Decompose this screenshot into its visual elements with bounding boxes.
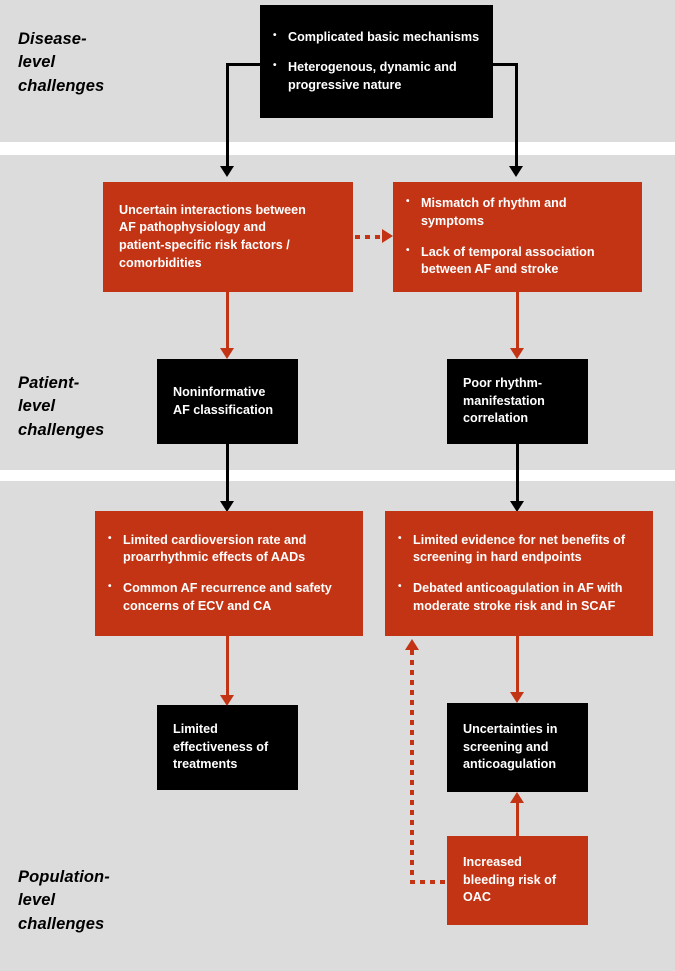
level-label-patient: Patient- level challenges bbox=[18, 372, 148, 442]
connector-cardioversion-down bbox=[226, 636, 229, 695]
dotted-connector-oac-left bbox=[410, 880, 449, 884]
dotted-connector-oac-up bbox=[410, 650, 414, 884]
level-label-patient-line2: level bbox=[18, 397, 56, 416]
level-label-population: Population- level challenges bbox=[18, 866, 168, 936]
box-noninformative-af-classification[interactable]: Noninformative AF classification bbox=[157, 359, 298, 444]
box-limited-cardioversion-bullets: Limited cardioversion rate and proarrhyt… bbox=[107, 531, 351, 616]
text-line: patient-specific risk factors / bbox=[119, 238, 290, 252]
level-label-population-line2: level bbox=[18, 891, 56, 910]
connector-noninformative-down bbox=[226, 444, 229, 501]
text-line: bleeding risk of bbox=[463, 872, 557, 887]
connector-top-left-vertical bbox=[226, 63, 229, 166]
bullet-item: Mismatch of rhythm and symptoms bbox=[405, 194, 630, 230]
connector-top-right-vertical bbox=[515, 63, 518, 166]
bullet-item: Heterogenous, dynamic and progressive na… bbox=[272, 58, 481, 94]
box-increased-bleeding-risk-oac[interactable]: Increased bleeding risk of OAC bbox=[447, 836, 588, 925]
connector-left-red-down bbox=[226, 292, 229, 348]
bullet-item: Limited cardioversion rate and proarrhyt… bbox=[107, 531, 351, 567]
connector-top-left-horizontal bbox=[226, 63, 264, 66]
connector-right-red-down bbox=[516, 292, 519, 348]
bullet-item: Complicated basic mechanisms bbox=[272, 28, 481, 47]
box-mismatch-bullets: Mismatch of rhythm and symptoms Lack of … bbox=[405, 194, 630, 279]
level-label-disease-line3: challenges bbox=[18, 76, 105, 95]
level-label-disease: Disease- level challenges bbox=[18, 28, 148, 98]
box-disease-mechanisms[interactable]: Complicated basic mechanisms Heterogenou… bbox=[260, 5, 493, 118]
bullet-item: Debated anticoagulation in AF with moder… bbox=[397, 579, 641, 615]
arrowhead-down-to-uncertainties bbox=[510, 692, 524, 703]
box-limited-cardioversion[interactable]: Limited cardioversion rate and proarrhyt… bbox=[95, 511, 363, 636]
box-mismatch-rhythm-symptoms[interactable]: Mismatch of rhythm and symptoms Lack of … bbox=[393, 182, 642, 292]
level-label-disease-line1: Disease- bbox=[18, 30, 87, 48]
text-line: Increased bbox=[463, 855, 522, 870]
box-oac-text: Increased bleeding risk of OAC bbox=[447, 854, 588, 907]
text-line: comorbidities bbox=[119, 255, 202, 270]
box-limited-effectiveness-text: Limited effectiveness of treatments bbox=[157, 721, 298, 774]
arrowhead-down-to-noninformative bbox=[220, 348, 234, 359]
bullet-item: Limited evidence for net benefits of scr… bbox=[397, 531, 641, 567]
arrowhead-down-to-poor-rhythm bbox=[510, 348, 524, 359]
text-line: AF pathophysiology and bbox=[119, 220, 266, 235]
box-disease-mechanisms-bullets: Complicated basic mechanisms Heterogenou… bbox=[272, 28, 481, 95]
connector-screening-down bbox=[516, 636, 519, 692]
arrowhead-down-to-treatment-box bbox=[220, 501, 234, 512]
text-line: treatments bbox=[173, 757, 238, 772]
dotted-connector-left-to-right bbox=[355, 235, 383, 239]
text-line: manifestation bbox=[463, 393, 545, 408]
box-uncertain-interactions[interactable]: Uncertain interactions between AF pathop… bbox=[103, 182, 353, 292]
box-limited-evidence-bullets: Limited evidence for net benefits of scr… bbox=[397, 531, 641, 616]
box-limited-effectiveness-treatments[interactable]: Limited effectiveness of treatments bbox=[157, 705, 298, 790]
text-line: AF classification bbox=[173, 402, 274, 417]
arrowhead-down-to-left-red-box bbox=[220, 166, 234, 177]
level-label-patient-line1: Patient- bbox=[18, 374, 80, 392]
text-line: Uncertainties in bbox=[463, 722, 558, 737]
text-line: correlation bbox=[463, 411, 529, 426]
connector-oac-up bbox=[516, 803, 519, 836]
box-uncertain-interactions-text: Uncertain interactions between AF pathop… bbox=[103, 202, 353, 273]
arrowhead-up-to-uncertainties bbox=[510, 792, 524, 803]
text-line: effectiveness of bbox=[173, 739, 269, 754]
box-limited-evidence-screening[interactable]: Limited evidence for net benefits of scr… bbox=[385, 511, 653, 636]
arrowhead-down-to-limited-effectiveness bbox=[220, 695, 234, 706]
connector-poor-rhythm-down bbox=[516, 444, 519, 501]
box-poor-rhythm-text: Poor rhythm- manifestation correlation bbox=[447, 375, 588, 428]
text-line: Noninformative bbox=[173, 384, 266, 399]
bullet-item: Common AF recurrence and safety concerns… bbox=[107, 579, 351, 615]
box-uncertainties-text: Uncertainties in screening and anticoagu… bbox=[447, 721, 588, 774]
box-poor-rhythm-manifestation[interactable]: Poor rhythm- manifestation correlation bbox=[447, 359, 588, 444]
level-label-population-line1: Population- bbox=[18, 868, 110, 886]
box-noninformative-text: Noninformative AF classification bbox=[157, 384, 298, 419]
text-line: screening and bbox=[463, 739, 549, 754]
bullet-item: Lack of temporal association between AF … bbox=[405, 242, 630, 279]
text-line: Uncertain interactions between bbox=[119, 202, 306, 217]
arrowhead-up-dotted-to-screening-box bbox=[405, 639, 419, 650]
arrowhead-down-to-screening-box bbox=[510, 501, 524, 512]
text-line: Poor rhythm- bbox=[463, 376, 543, 391]
connector-top-right-horizontal bbox=[490, 63, 518, 66]
text-line: anticoagulation bbox=[463, 757, 557, 772]
arrowhead-down-to-right-red-box bbox=[509, 166, 523, 177]
text-line: OAC bbox=[463, 890, 491, 905]
level-label-population-line3: challenges bbox=[18, 914, 105, 933]
level-label-disease-line2: level bbox=[18, 53, 56, 72]
text-line: Limited bbox=[173, 722, 218, 737]
level-label-patient-line3: challenges bbox=[18, 420, 105, 439]
box-uncertainties-screening-anticoagulation[interactable]: Uncertainties in screening and anticoagu… bbox=[447, 703, 588, 792]
arrowhead-right-dotted bbox=[382, 229, 393, 243]
